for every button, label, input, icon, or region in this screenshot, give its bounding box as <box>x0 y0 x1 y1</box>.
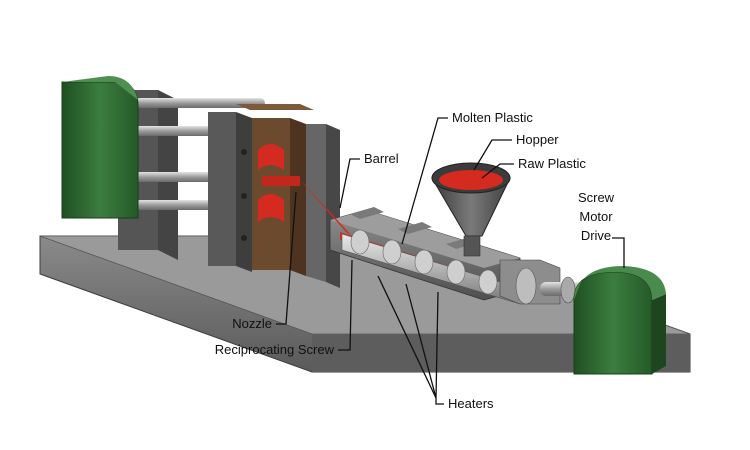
clamp-motor <box>61 76 139 219</box>
label-molten-plastic: Molten Plastic <box>452 110 533 125</box>
label-nozzle: Nozzle <box>232 316 272 331</box>
hopper <box>431 162 511 257</box>
leader-nozzle <box>276 191 297 325</box>
label-screw-motor-drive-line2: Motor <box>579 209 613 224</box>
mold-cavities <box>241 144 300 241</box>
leader-lines <box>276 117 625 405</box>
leader-barrel <box>339 158 360 209</box>
label-screw-motor-drive-line1: Screw <box>577 190 615 205</box>
label-screw-motor-drive-line3: Drive <box>580 228 612 243</box>
moving-platen <box>208 112 252 272</box>
screw-motor-drive <box>573 266 666 375</box>
leader-heaters-3 <box>435 291 439 399</box>
leader-heaters-stem <box>435 398 444 405</box>
drive-shaft <box>499 259 588 305</box>
leader-heaters-1 <box>377 275 437 399</box>
leader-screw-motor-drive <box>612 237 625 268</box>
label-heaters: Heaters <box>448 396 494 411</box>
leader-hopper <box>473 139 512 171</box>
label-reciprocating-screw: Reciprocating Screw <box>214 342 334 357</box>
reciprocating-screw <box>341 229 521 305</box>
leader-reciprocating-screw <box>338 259 353 351</box>
label-raw-plastic: Raw Plastic <box>518 156 586 171</box>
leader-heaters-2 <box>405 283 437 399</box>
label-hopper: Hopper <box>516 132 559 147</box>
leader-raw-plastic <box>481 163 514 179</box>
leader-molten-plastic <box>401 117 448 245</box>
label-barrel: Barrel <box>364 151 399 166</box>
